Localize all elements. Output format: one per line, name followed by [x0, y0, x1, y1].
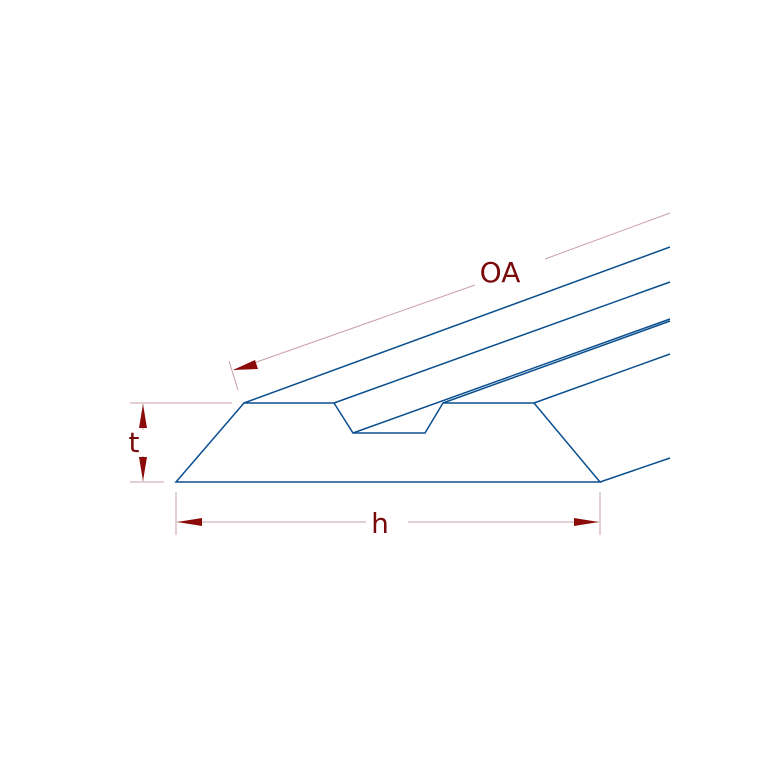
edge-top-left	[243, 246, 671, 404]
profile-cross-section	[174, 402, 602, 483]
edge-groove-bottom	[352, 318, 671, 434]
h-arrow-head-left	[177, 518, 202, 526]
edge-bottom-right	[599, 457, 671, 483]
h-arrow-head-right	[574, 518, 599, 526]
edge-top-right	[533, 353, 671, 404]
dimension-oa: OA	[228, 212, 671, 391]
dimension-t: t	[126, 402, 232, 483]
oa-label: OA	[480, 256, 521, 289]
extrusion-edges	[243, 246, 671, 483]
oa-arrow-head	[233, 360, 258, 370]
t-label: t	[129, 426, 140, 459]
profile-outline	[174, 402, 602, 483]
edge-groove-right	[442, 320, 671, 404]
t-arrow-head-top	[139, 404, 147, 428]
t-label-backdrop	[126, 430, 144, 456]
oa-dimension-line-right	[544, 212, 671, 260]
oa-extension-line	[228, 360, 239, 391]
dimension-h: h	[175, 492, 601, 540]
oa-dimension-line-left	[233, 284, 476, 371]
h-label: h	[371, 507, 389, 540]
t-arrow-head-bottom	[139, 457, 147, 481]
edge-groove-left	[333, 281, 671, 404]
